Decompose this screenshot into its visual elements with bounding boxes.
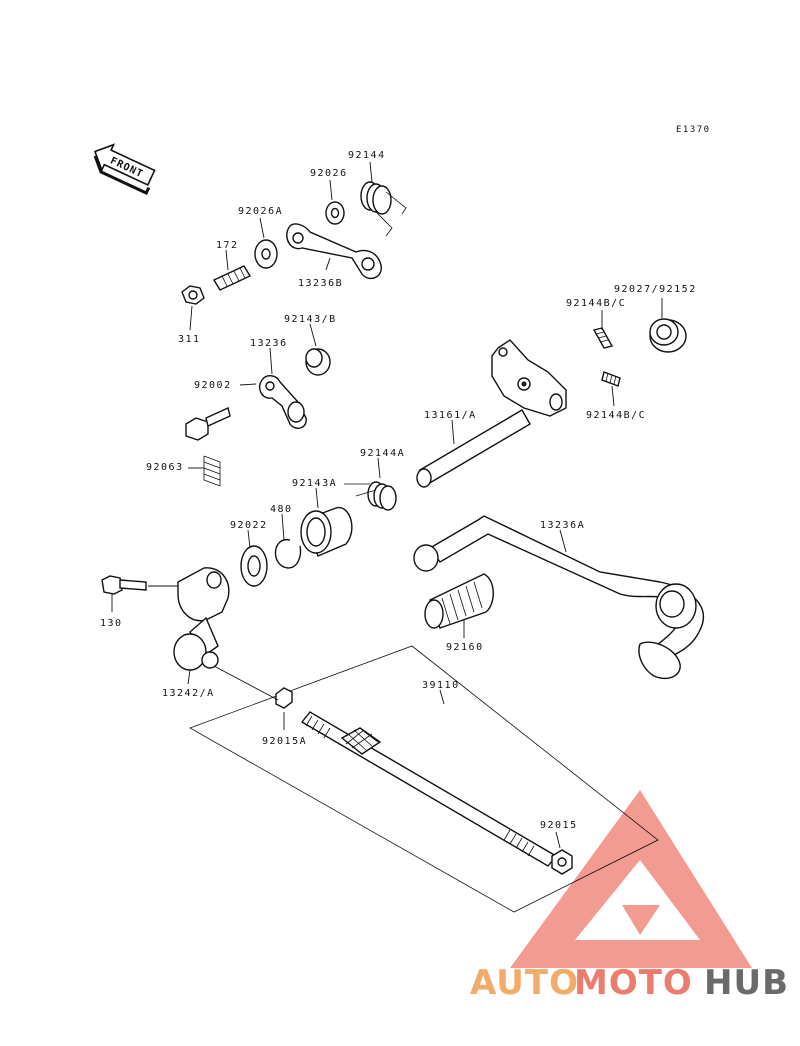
arm-13236-graphic: [258, 375, 307, 429]
label-92160: 92160: [446, 642, 484, 653]
label-13236: 13236: [250, 338, 288, 349]
nut-311-graphic: [181, 285, 205, 305]
spring-92144BC-top-graphic: [592, 327, 614, 349]
label-172: 172: [216, 240, 239, 251]
figure-code: E1370: [676, 125, 711, 135]
label-13236B: 13236B: [298, 278, 343, 289]
plate-13236B-graphic: [286, 223, 382, 280]
shift-lever-13236A-graphic: [413, 515, 705, 680]
label-92143A: 92143A: [292, 478, 337, 489]
label-92022: 92022: [230, 520, 268, 531]
bolt-130-graphic: [101, 575, 147, 595]
nut-92015-graphic: [551, 849, 573, 875]
watermark-logo: [510, 790, 752, 968]
label-92026A: 92026A: [238, 206, 283, 217]
label-480: 480: [270, 504, 293, 515]
watermark-triangle-inner: [622, 905, 660, 935]
label-130: 130: [100, 618, 123, 629]
watermark-moto: MOTO: [574, 963, 693, 1003]
nut-92015A-graphic: [275, 687, 293, 709]
stud-172-graphic: [213, 265, 251, 291]
label-311: 311: [178, 334, 201, 345]
washer-92026A-graphic: [254, 239, 278, 269]
watermark-text: AUTO MOTO HUB: [470, 963, 789, 1003]
label-92144: 92144: [348, 150, 386, 161]
watermark-hub: HUB: [704, 963, 789, 1003]
label-13161A: 13161/A: [424, 410, 477, 421]
front-arrow: FRONT: [93, 143, 156, 196]
label-92027-92152: 92027/92152: [614, 284, 697, 295]
bolt-92002-graphic: [185, 407, 231, 441]
label-92026: 92026: [310, 168, 348, 179]
label-92144BC-top: 92144B/C: [566, 298, 626, 309]
spring-92063-graphic: [203, 455, 221, 487]
lever-13242A-graphic: [173, 567, 230, 671]
label-92015: 92015: [540, 820, 578, 831]
spring-92144A-graphic: [344, 481, 397, 511]
label-92144A: 92144A: [360, 448, 405, 459]
label-92144BC-bottom: 92144B/C: [586, 410, 646, 421]
leader-lines: [111, 161, 663, 849]
collar-92143A-graphic: [300, 507, 353, 557]
part-labels: 92144 92026 92026A 172 13236B 311 92143/…: [100, 150, 697, 831]
spring-92144BC-bottom-graphic: [601, 371, 621, 387]
rubber-92160-graphic: [424, 573, 494, 629]
label-92015A: 92015A: [262, 736, 307, 747]
spring-92144-graphic: [360, 181, 407, 237]
label-13236A: 13236A: [540, 520, 585, 531]
watermark-triangle-outer: [510, 790, 752, 968]
watermark-auto: AUTO: [470, 963, 579, 1003]
label-92002: 92002: [194, 380, 232, 391]
collar-92143B-graphic: [305, 348, 331, 376]
circlip-480-graphic: [274, 539, 302, 569]
label-92143B: 92143/B: [284, 314, 337, 325]
label-13242A: 13242/A: [162, 688, 215, 699]
bushing-92027-graphic: [649, 318, 687, 353]
label-92063: 92063: [146, 462, 184, 473]
label-39110: 39110: [422, 680, 460, 691]
washer-92026-graphic: [325, 201, 345, 225]
washer-92022-graphic: [240, 545, 268, 587]
tie-rod-39110-graphic: [300, 711, 558, 867]
rod-panel-39110: [189, 645, 659, 913]
shift-shaft-13161A-graphic: [416, 339, 567, 488]
